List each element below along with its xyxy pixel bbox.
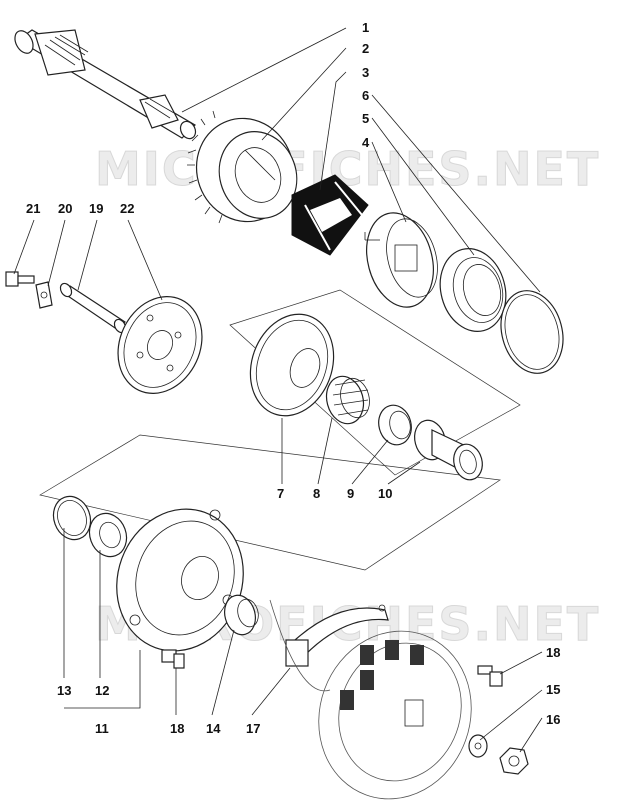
watermark-top: MICROFICHES.NET (95, 142, 600, 196)
callout-8: 8 (313, 486, 320, 501)
callout-22: 22 (120, 201, 134, 216)
part-3-coupling (291, 174, 369, 256)
callout-14: 14 (206, 721, 221, 736)
callout-18-right: 18 (546, 645, 560, 660)
callout-4: 4 (362, 135, 370, 150)
part-22-idler-gear (117, 296, 203, 394)
group-box-lower (39, 434, 501, 571)
part-10-spacer (414, 419, 483, 481)
part-7-gear (249, 313, 335, 417)
part-2-gear (187, 110, 298, 224)
callout-7: 7 (277, 486, 284, 501)
callout-21: 21 (26, 201, 40, 216)
callout-20: 20 (58, 201, 72, 216)
part-12-bearing (88, 512, 128, 558)
callout-10: 10 (378, 486, 392, 501)
part-8-bearing (325, 375, 370, 425)
callout-16: 16 (546, 712, 560, 727)
part-18-bolt-left (161, 649, 185, 669)
part-13-circlip (52, 495, 92, 541)
callout-6: 6 (362, 88, 369, 103)
flywheel-rotor (269, 599, 472, 800)
callout-1: 1 (362, 20, 369, 35)
callout-12: 12 (95, 683, 109, 698)
callout-18-left: 18 (170, 721, 184, 736)
part-5-seal (439, 247, 507, 333)
callout-13: 13 (57, 683, 71, 698)
part-17-bracket (285, 604, 389, 667)
group-box-upper (229, 289, 521, 476)
part-18-bolt-right (477, 665, 503, 687)
callout-5: 5 (362, 111, 369, 126)
part-6-circlip (500, 290, 564, 374)
part-20-plate (35, 281, 53, 309)
part-19-pin (59, 282, 127, 334)
part-14-bushing (224, 594, 259, 636)
part-9-bushing (378, 404, 412, 446)
callout-17: 17 (246, 721, 260, 736)
part-1-shaft (14, 29, 197, 140)
callout-2: 2 (362, 41, 369, 56)
callout-9: 9 (347, 486, 354, 501)
callout-3: 3 (362, 65, 369, 80)
part-21-bolt (5, 271, 35, 287)
part-4-drum (364, 212, 438, 308)
callout-15: 15 (546, 682, 560, 697)
part-15-washer (468, 734, 488, 758)
part-16-nut (499, 747, 529, 775)
callout-19: 19 (89, 201, 103, 216)
leader-lines (13, 27, 543, 753)
callout-11: 11 (95, 721, 109, 736)
